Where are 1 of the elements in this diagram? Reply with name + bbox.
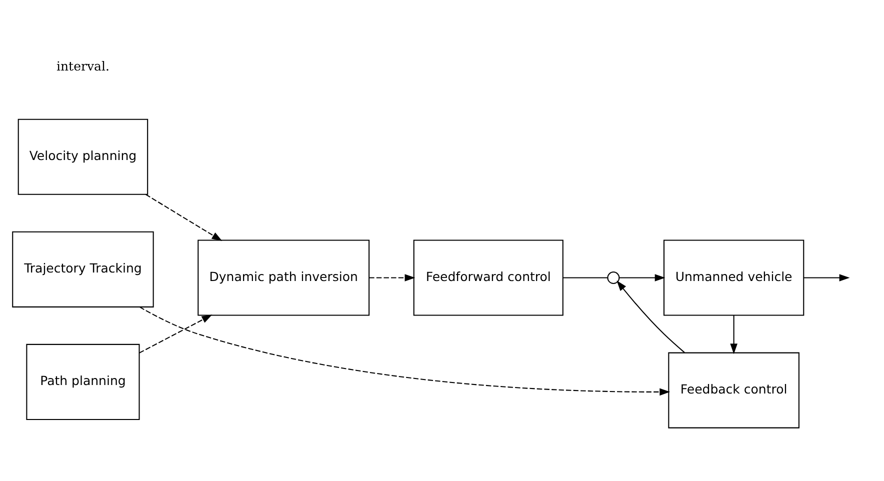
label: interval.	[56, 58, 110, 74]
